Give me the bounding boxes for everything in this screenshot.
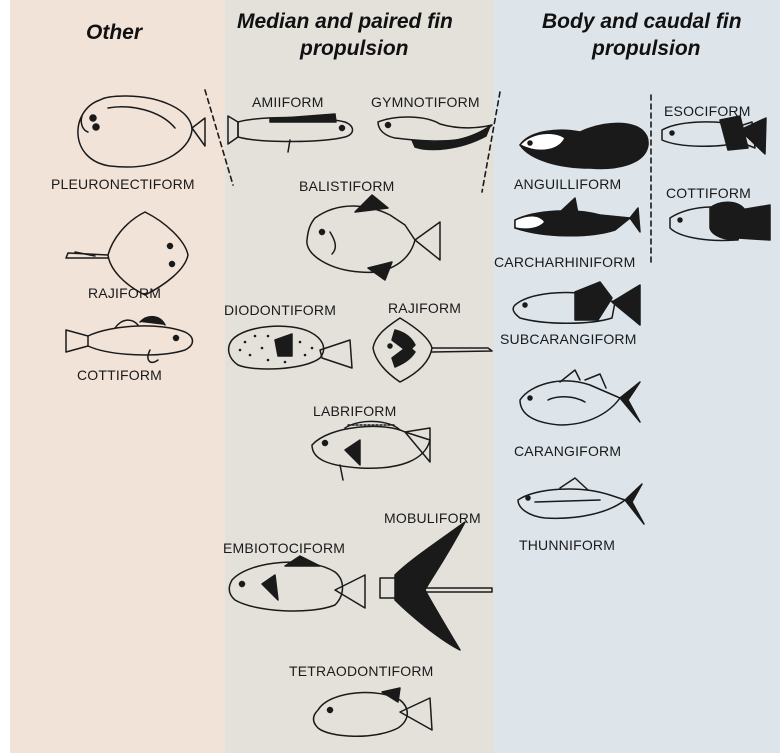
embiotociform-fish-icon — [229, 556, 365, 611]
esociform-fish-icon — [662, 116, 766, 154]
label-carangiform: CARANGIFORM — [514, 443, 621, 459]
balistiform-fish-icon — [307, 195, 440, 280]
cottiform-body-fish-icon — [670, 202, 770, 240]
label-balistiform: BALISTIFORM — [299, 178, 395, 194]
rajiform-median-fish-icon — [373, 318, 492, 382]
label-cottiform-body: COTTIFORM — [666, 185, 751, 201]
thunniform-fish-icon — [518, 478, 644, 524]
carangiform-fish-icon — [520, 370, 640, 425]
label-diodontiform: DIODONTIFORM — [224, 302, 336, 318]
rajiform-other-fish-icon — [66, 212, 188, 295]
carcharhiniform-fish-icon — [515, 198, 640, 236]
cottiform-other-fish-icon — [66, 317, 193, 363]
mobuliform-fish-icon — [380, 522, 492, 650]
gymnotiform-fish-icon — [378, 117, 492, 150]
label-pleuronectiform: PLEURONECTIFORM — [51, 176, 195, 192]
pleuronectiform-fish-icon — [78, 96, 205, 167]
amiiform-fish-icon — [228, 114, 353, 152]
label-rajiform-median: RAJIFORM — [388, 300, 461, 316]
label-cottiform-other: COTTIFORM — [77, 367, 162, 383]
label-carcharhiniform: CARCHARHINIFORM — [494, 254, 635, 270]
label-rajiform-other: RAJIFORM — [88, 285, 161, 301]
label-esociform: ESOCIFORM — [664, 103, 751, 119]
label-amiiform: AMIIFORM — [252, 94, 324, 110]
label-gymnotiform: GYMNOTIFORM — [371, 94, 480, 110]
subcarangiform-fish-icon — [513, 282, 640, 325]
label-subcarangiform: SUBCARANGIFORM — [500, 331, 637, 347]
label-anguilliform: ANGUILLIFORM — [514, 176, 621, 192]
label-labriform: LABRIFORM — [313, 403, 396, 419]
label-tetraodontiform: TETRAODONTIFORM — [289, 663, 434, 679]
label-thunniform: THUNNIFORM — [519, 537, 615, 553]
label-mobuliform: MOBULIFORM — [384, 510, 481, 526]
labriform-fish-icon — [312, 421, 430, 480]
tetraodontiform-fish-icon — [314, 688, 433, 736]
anguilliform-fish-icon — [520, 123, 648, 168]
diodontiform-fish-icon — [229, 326, 352, 369]
label-embiotociform: EMBIOTOCIFORM — [223, 540, 345, 556]
